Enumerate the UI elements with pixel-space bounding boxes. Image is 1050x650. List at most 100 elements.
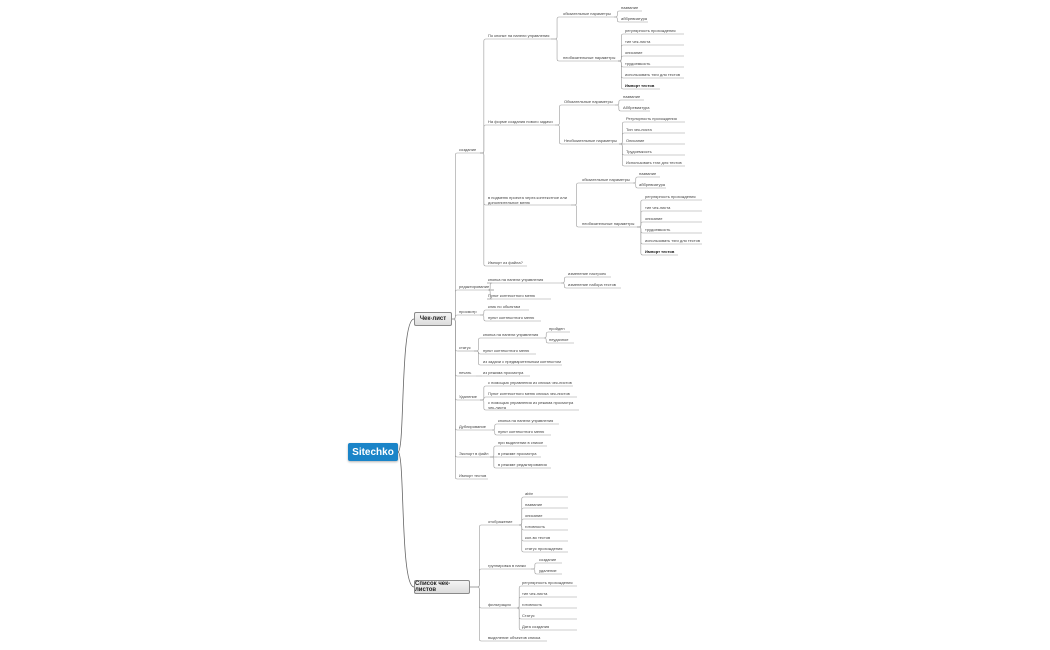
node-context-optional[interactable]: необязательные параметры xyxy=(582,221,635,226)
node-checklist-list[interactable]: Список чек-листов xyxy=(414,580,470,594)
connector xyxy=(571,182,581,206)
node-context-opt-4[interactable]: использовать тэги для тестов xyxy=(645,238,700,243)
connector xyxy=(517,596,522,609)
node-delete-0[interactable]: с помощью управления из списка чек-листо… xyxy=(488,380,572,385)
node-form-optional[interactable]: Необязательные параметры xyxy=(564,138,618,143)
node-grouping-1[interactable]: удаление xyxy=(539,568,557,573)
connector xyxy=(474,337,482,352)
connector xyxy=(619,143,625,167)
connector xyxy=(544,331,549,339)
node-export-1[interactable]: в режиме просмотра xyxy=(498,451,537,456)
node-filter-0[interactable]: регулярность прохождения xyxy=(522,580,573,585)
root-connector xyxy=(397,451,415,588)
node-context-import[interactable]: Импорт тестов xyxy=(645,249,675,254)
node-grouping[interactable]: группировка в папки xyxy=(488,563,526,568)
node-filter-1[interactable]: тип чек-листа xyxy=(522,591,548,596)
node-export-2[interactable]: в режиме редактирования xyxy=(498,462,547,467)
connector xyxy=(474,350,482,366)
node-panel-import[interactable]: Импорт тестов xyxy=(625,83,655,88)
node-print-0[interactable]: из режима просмотра xyxy=(483,370,524,375)
node-form-req-1[interactable]: Аббревиатура xyxy=(623,105,650,110)
node-filter-2[interactable]: готовность xyxy=(522,602,542,607)
node-create[interactable]: создание xyxy=(459,147,477,152)
connector xyxy=(480,399,487,411)
node-status[interactable]: статус xyxy=(459,345,471,350)
connector xyxy=(615,99,622,106)
connector xyxy=(637,221,644,228)
node-display-4[interactable]: кол-во тестов xyxy=(525,535,551,540)
node-delete-2[interactable]: с помощью управления из режима просмотра… xyxy=(488,400,574,410)
node-status-1[interactable]: из задачи с предварительным контекстом xyxy=(483,359,561,364)
node-context-required[interactable]: обязательные параметры xyxy=(582,177,630,182)
node-panel-opt-3[interactable]: трудоемкость xyxy=(625,61,651,66)
node-panel-req-0[interactable]: название xyxy=(621,5,639,10)
node-display-0[interactable]: abbr xyxy=(525,491,534,496)
node-create-panel[interactable]: По кнопке на панели управления xyxy=(488,33,550,38)
node-status-btn-1[interactable]: неудачное xyxy=(549,337,569,342)
node-view-0[interactable]: клик по обьектам xyxy=(488,304,521,309)
node-panel-opt-2[interactable]: описание xyxy=(625,50,643,55)
connector xyxy=(531,568,538,575)
node-create-import[interactable]: Импорт из файла? xyxy=(488,260,523,265)
node-context-opt-1[interactable]: тип чек-листа xyxy=(645,205,671,210)
node-context-req-1[interactable]: аббревиатура xyxy=(639,182,666,187)
node-delete[interactable]: Удаление xyxy=(459,394,478,399)
node-create-context[interactable]: в подменю проекта через контекстное или … xyxy=(488,195,567,205)
node-edit-button[interactable]: кнопка на панели управления xyxy=(488,277,544,282)
node-form-opt-2[interactable]: Описание xyxy=(626,138,645,143)
node-status-button[interactable]: кнопка на панели управления xyxy=(483,332,539,337)
node-delete-1[interactable]: Пункт контекстного меню списка чек-листо… xyxy=(488,391,570,396)
node-multi[interactable]: выделение объектов списка xyxy=(488,635,541,640)
node-edit-btn-0[interactable]: изменение настроек xyxy=(568,271,606,276)
node-form-opt-1[interactable]: Тип чек-листа xyxy=(626,127,652,132)
node-duplicate-1[interactable]: пункт контекстного меню xyxy=(498,429,545,434)
node-view-1[interactable]: пункт контекстного меню xyxy=(488,315,535,320)
node-form-opt-4[interactable]: Использовать тэги для тестов xyxy=(626,160,682,165)
node-edit-btn-1[interactable]: изменение набора тестов xyxy=(568,282,616,287)
node-form-opt-3[interactable]: Трудоемкость xyxy=(626,149,652,154)
node-status-btn-0[interactable]: пройден xyxy=(549,326,565,331)
node-grouping-0[interactable]: создание xyxy=(539,557,557,562)
node-filter[interactable]: фильтрация xyxy=(488,602,511,607)
node-display-1[interactable]: название xyxy=(525,502,543,507)
root-node[interactable]: Sitechko xyxy=(348,443,398,461)
node-panel-opt-1[interactable]: тип чек-листа xyxy=(625,39,651,44)
node-export[interactable]: Экспорт в файл xyxy=(459,451,489,456)
node-import[interactable]: Импорт тестов xyxy=(459,473,487,478)
node-panel-req-1[interactable]: аббревиатура xyxy=(621,16,648,21)
node-panel-opt-0[interactable]: регулярность прохождения xyxy=(625,28,676,33)
node-display[interactable]: отображение xyxy=(488,519,513,524)
node-panel-opt-4[interactable]: использовать тэги для тестов xyxy=(625,72,680,77)
node-duplicate[interactable]: Дублирование xyxy=(459,424,486,429)
node-form-req-0[interactable]: название xyxy=(623,94,641,99)
connector xyxy=(637,226,644,245)
node-duplicate-0[interactable]: кнопка на панели управления xyxy=(498,418,554,423)
node-create-form[interactable]: На форме создания нового задачи xyxy=(488,119,553,124)
node-filter-4[interactable]: Дата создания xyxy=(522,624,550,629)
node-print[interactable]: печать xyxy=(459,370,472,375)
node-panel-optional[interactable]: необязательные параметры xyxy=(563,55,616,60)
connector xyxy=(615,104,622,112)
node-status-0[interactable]: пункт контекстного меню xyxy=(483,348,530,353)
node-export-0[interactable]: при выделении в списке xyxy=(498,440,544,445)
node-filter-3[interactable]: Статус xyxy=(522,613,535,618)
node-edit[interactable]: редактирование xyxy=(459,284,490,289)
node-display-5[interactable]: статус прохождения xyxy=(525,546,563,551)
node-panel-required[interactable]: обязательные параметры xyxy=(563,11,611,16)
node-display-3[interactable]: готовность xyxy=(525,524,545,529)
node-context-opt-0[interactable]: регулярность прохождения xyxy=(645,194,696,199)
node-display-2[interactable]: описание xyxy=(525,513,543,518)
node-view[interactable]: просмотр xyxy=(459,309,477,314)
node-context-opt-2[interactable]: описание xyxy=(645,216,663,221)
connector xyxy=(551,16,562,40)
node-checklist[interactable]: Чек-лист xyxy=(414,312,452,326)
node-edit-context[interactable]: Пункт контекстного меню xyxy=(488,293,536,298)
node-form-required[interactable]: Обязательные параметры xyxy=(564,99,613,104)
node-context-req-0[interactable]: название xyxy=(639,171,657,176)
connector xyxy=(555,124,563,145)
node-form-opt-0[interactable]: Регулярность прохождения xyxy=(626,116,677,121)
connector xyxy=(470,586,487,609)
node-context-opt-3[interactable]: трудоемкость xyxy=(645,227,671,232)
connector xyxy=(519,524,524,553)
connector xyxy=(637,199,644,228)
